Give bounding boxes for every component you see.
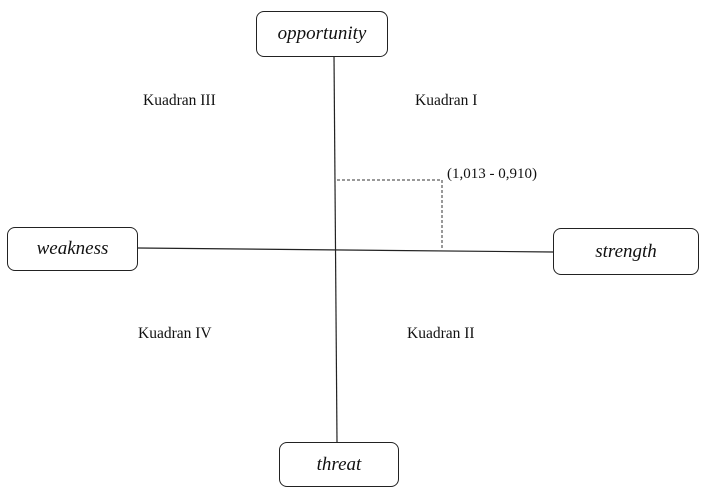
quadrant-4-label: Kuadran IV bbox=[138, 325, 212, 342]
threat-box: threat bbox=[279, 442, 399, 487]
horizontal-axis bbox=[137, 247, 554, 253]
quadrant-3-label: Kuadran III bbox=[143, 92, 216, 109]
vertical-axis bbox=[333, 54, 338, 443]
opportunity-box: opportunity bbox=[256, 11, 388, 57]
point-coordinate-label: (1,013 - 0,910) bbox=[447, 166, 537, 182]
quadrant-1-label: Kuadran I bbox=[415, 92, 478, 109]
strength-box: strength bbox=[553, 228, 699, 275]
weakness-box: weakness bbox=[7, 227, 138, 271]
quadrant-2-label: Kuadran II bbox=[407, 325, 475, 342]
point-guide-lines bbox=[337, 179, 443, 249]
